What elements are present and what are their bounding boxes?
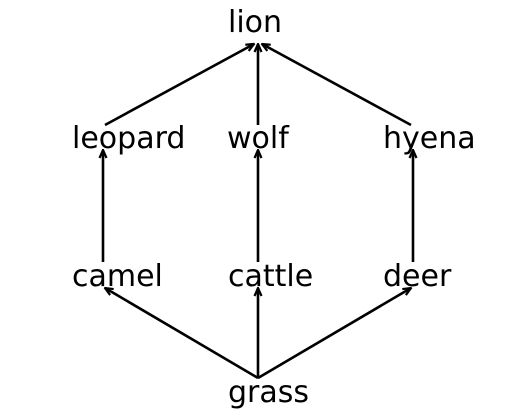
edge-leopard-to-lion — [104, 44, 254, 127]
node-deer: deer — [383, 259, 452, 294]
edge-grass-to-deer — [257, 288, 411, 380]
node-grass: grass — [228, 375, 310, 410]
node-camel: camel — [72, 259, 163, 294]
edge-grass-to-camel — [105, 288, 259, 380]
node-hyena: hyena — [383, 121, 476, 156]
node-lion: lion — [228, 5, 283, 40]
edge-hyena-to-lion — [262, 44, 412, 127]
node-leopard: leopard — [72, 121, 186, 156]
node-cattle: cattle — [228, 259, 314, 294]
node-wolf: wolf — [227, 121, 289, 156]
